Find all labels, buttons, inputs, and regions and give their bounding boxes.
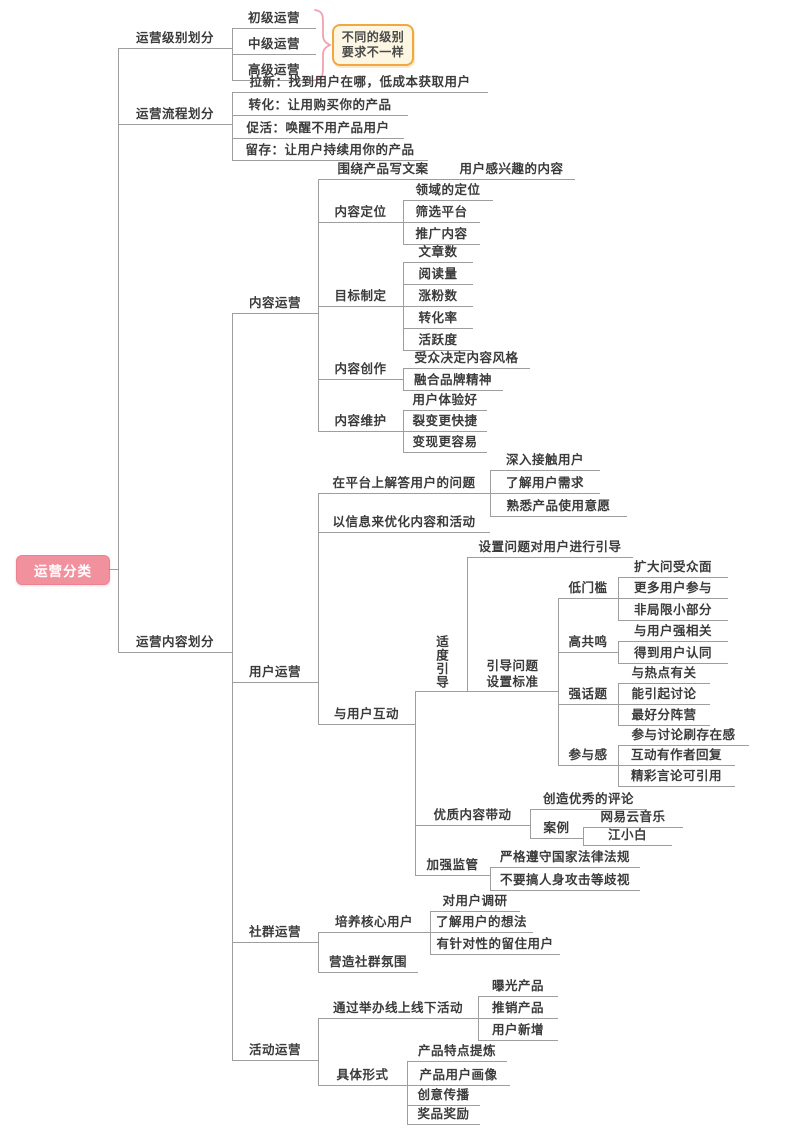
node-article-count[interactable]: 文章数 xyxy=(403,244,473,263)
node-retention[interactable]: 留存：让用户持续用你的产品 xyxy=(232,142,428,161)
node-user-thoughts[interactable]: 了解用户的想法 xyxy=(430,914,533,933)
node-prize-rewards[interactable]: 奖品奖励 xyxy=(407,1106,480,1125)
node-fission-faster[interactable]: 裂变更快捷 xyxy=(403,413,487,432)
node-content-creation[interactable]: 内容创作 xyxy=(318,361,403,380)
node-strengthen-supervision[interactable]: 加强监管 xyxy=(415,857,490,876)
node-user-relevant[interactable]: 与用户强相关 xyxy=(618,623,728,642)
node-feature-extraction[interactable]: 产品特点提炼 xyxy=(407,1043,507,1062)
node-audience-style[interactable]: 受众决定内容风格 xyxy=(403,350,530,369)
node-brand-spirit[interactable]: 融合品牌精神 xyxy=(403,372,503,391)
node-community-operation[interactable]: 社群运营 xyxy=(232,924,318,943)
node-answer-questions[interactable]: 在平台上解答用户的问题 xyxy=(318,475,490,494)
node-follower-growth[interactable]: 涨粉数 xyxy=(403,288,473,307)
callout-level-note[interactable]: 不同的级别 要求不一样 xyxy=(332,24,414,66)
node-specific-forms[interactable]: 具体形式 xyxy=(318,1067,407,1086)
node-content-division[interactable]: 运营内容划分 xyxy=(118,634,232,653)
node-optimize-with-info[interactable]: 以信息来优化内容和活动 xyxy=(318,514,490,533)
node-set-guiding-questions[interactable]: 设置问题对用户进行引导 xyxy=(467,539,633,558)
node-content-promotion[interactable]: 推广内容 xyxy=(403,226,480,245)
node-junior-operation[interactable]: 初级运营 xyxy=(232,10,316,29)
node-cultivate-core-users[interactable]: 培养核心用户 xyxy=(318,914,430,933)
node-activity-level[interactable]: 活跃度 xyxy=(403,332,473,351)
node-level-division[interactable]: 运营级别划分 xyxy=(118,30,232,49)
node-product-promotion[interactable]: 推销产品 xyxy=(478,1000,558,1019)
node-activation[interactable]: 促活：唤醒不用产品用户 xyxy=(232,120,404,139)
node-content-operation[interactable]: 内容运营 xyxy=(232,295,318,314)
connector-hline xyxy=(108,569,118,570)
node-low-barrier[interactable]: 低门槛 xyxy=(558,580,618,599)
node-creative-spread[interactable]: 创意传播 xyxy=(407,1087,480,1106)
node-create-comments[interactable]: 创造优秀的评论 xyxy=(530,791,647,810)
node-goal-setting[interactable]: 目标制定 xyxy=(318,288,403,307)
node-netease-music[interactable]: 网易云音乐 xyxy=(583,809,683,828)
connector-vline xyxy=(318,1018,319,1085)
node-content-maintenance[interactable]: 内容维护 xyxy=(318,413,403,432)
node-read-count[interactable]: 阅读量 xyxy=(403,266,473,285)
node-strong-topic[interactable]: 强话题 xyxy=(558,686,618,705)
node-community-atmosphere[interactable]: 营造社群氛围 xyxy=(318,954,418,973)
connector-vline xyxy=(407,1061,408,1124)
connector-vline xyxy=(618,641,619,663)
node-activity-operation[interactable]: 活动运营 xyxy=(232,1042,318,1061)
connector-vline xyxy=(318,179,319,431)
node-user-portrait[interactable]: 产品用户画像 xyxy=(407,1067,510,1086)
connector-vline xyxy=(558,598,559,765)
node-domain-positioning[interactable]: 领域的定位 xyxy=(403,182,493,201)
node-high-resonance[interactable]: 高共鸣 xyxy=(558,634,618,653)
connector-vline xyxy=(467,557,468,691)
node-new-users[interactable]: 用户新增 xyxy=(478,1022,558,1041)
node-user-experience[interactable]: 用户体验好 xyxy=(403,392,487,411)
node-understand-needs[interactable]: 了解用户需求 xyxy=(490,475,600,494)
node-operation-classification[interactable]: 运营分类 xyxy=(16,555,110,585)
node-not-limited[interactable]: 非局限小部分 xyxy=(618,602,728,621)
connector-vline xyxy=(583,827,584,845)
node-user-interest-content[interactable]: 用户感兴趣的内容 xyxy=(448,161,575,180)
connector-vline xyxy=(232,313,233,1060)
node-senior-operation[interactable]: 高级运营 xyxy=(232,62,316,81)
node-spark-discussion[interactable]: 能引起讨论 xyxy=(618,686,710,705)
node-monetize-easier[interactable]: 变现更容易 xyxy=(403,434,487,453)
node-author-replies[interactable]: 互动有作者回复 xyxy=(618,747,735,766)
node-quality-content[interactable]: 优质内容带动 xyxy=(415,807,530,826)
connector-vline xyxy=(530,809,531,838)
node-user-interaction[interactable]: 与用户互动 xyxy=(318,706,415,725)
node-usage-willingness[interactable]: 熟悉产品使用意愿 xyxy=(490,498,627,517)
node-user-operation[interactable]: 用户运营 xyxy=(232,664,318,683)
node-user-research[interactable]: 对用户调研 xyxy=(430,893,520,912)
node-more-participation[interactable]: 更多用户参与 xyxy=(618,580,728,599)
node-product-exposure[interactable]: 曝光产品 xyxy=(478,978,558,997)
node-take-sides[interactable]: 最好分阵营 xyxy=(618,707,710,726)
node-question-standards[interactable]: 引导问题设置标准 xyxy=(467,649,558,692)
connector-vline xyxy=(118,48,119,652)
node-discussion-presence[interactable]: 参与讨论刷存在感 xyxy=(618,727,749,746)
node-quotable-comments[interactable]: 精彩言论可引用 xyxy=(618,768,735,787)
node-content-positioning[interactable]: 内容定位 xyxy=(318,204,403,223)
node-user-recognition[interactable]: 得到用户认同 xyxy=(618,645,728,664)
node-conversion[interactable]: 转化：让用购买你的产品 xyxy=(232,97,408,116)
node-process-division[interactable]: 运营流程划分 xyxy=(118,106,232,125)
node-targeted-retention[interactable]: 有针对性的留住用户 xyxy=(430,936,560,955)
curly-brace-icon xyxy=(314,9,332,81)
node-obey-laws[interactable]: 严格遵守国家法律法规 xyxy=(490,849,640,868)
connector-vline xyxy=(318,493,319,724)
node-deep-contact[interactable]: 深入接触用户 xyxy=(490,452,600,471)
node-online-offline-events[interactable]: 通过举办线上线下活动 xyxy=(318,1000,478,1019)
node-product-copywriting[interactable]: 围绕产品写文案 xyxy=(318,161,448,180)
node-platform-screening[interactable]: 筛选平台 xyxy=(403,204,480,223)
connector-vline xyxy=(415,691,416,875)
connector-vline xyxy=(403,368,404,390)
node-conversion-rate[interactable]: 转化率 xyxy=(403,310,473,329)
node-expand-audience[interactable]: 扩大问受众面 xyxy=(618,559,728,578)
connector-vline xyxy=(318,932,319,972)
node-acquisition[interactable]: 拉新：找到用户在哪，低成本获取用户 xyxy=(232,74,488,93)
node-participation-sense[interactable]: 参与感 xyxy=(558,747,618,766)
node-jiangxiaobai[interactable]: 江小白 xyxy=(583,827,672,846)
node-hot-topics[interactable]: 与热点有关 xyxy=(618,665,710,684)
node-no-attacks[interactable]: 不要搞人身攻击等歧视 xyxy=(490,872,640,891)
connector-vline xyxy=(490,867,491,890)
node-intermediate-operation[interactable]: 中级运营 xyxy=(232,36,316,55)
node-moderate-guidance[interactable]: 适度引导 xyxy=(415,625,467,692)
node-case-examples[interactable]: 案例 xyxy=(530,820,583,839)
connector-vline xyxy=(232,92,233,160)
